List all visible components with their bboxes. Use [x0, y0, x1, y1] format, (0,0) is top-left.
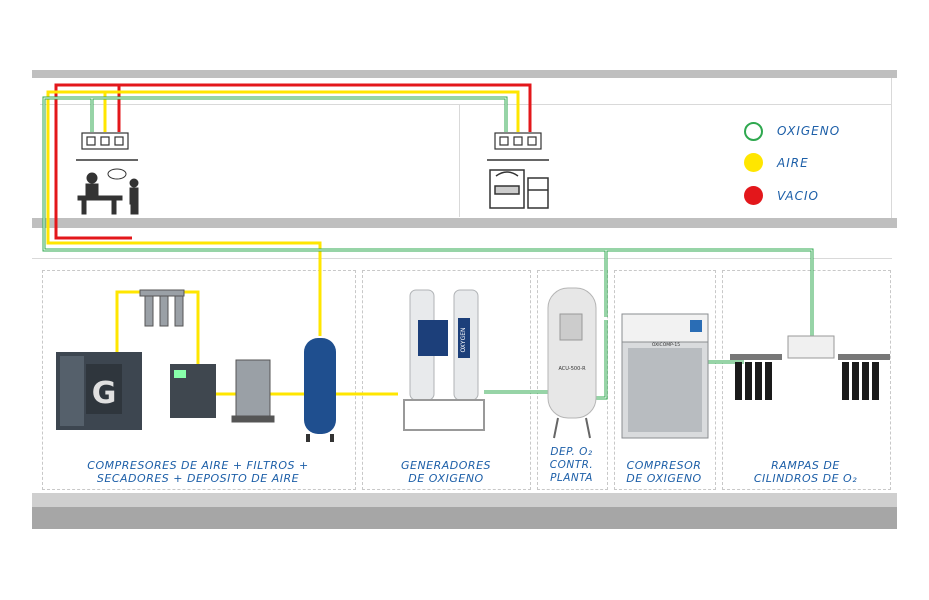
upper-floor-slab — [32, 70, 897, 78]
compressors-section-label: COMPRESORES DE AIRE + FILTROS + SECADORE… — [87, 459, 309, 485]
compressors-section-box — [42, 270, 356, 490]
ground-floor-slab — [32, 493, 897, 507]
compressor-model-text: OXICOMP-15 — [652, 342, 680, 348]
cylinder-ramps-icon — [730, 335, 890, 400]
generators-section-label: GENERADORES DE OXIGENO — [400, 459, 492, 485]
oxygen-generator-icon: OXYGEN — [403, 289, 485, 431]
gas-outlet-panel-right — [494, 132, 542, 150]
legend-air-marker — [744, 153, 763, 172]
oxygen-compressor-icon: OXICOMP-15 — [621, 313, 709, 439]
air-dryer-icon — [170, 364, 216, 418]
vacuum-pipeline — [54, 83, 532, 240]
oxygen-compressor-section-label: COMPRESOR DE OXIGENO — [626, 459, 702, 485]
upper-room-right-wall — [891, 78, 892, 218]
operating-room-icon — [77, 168, 139, 215]
generator-brand-text: OXYGEN — [460, 327, 467, 352]
gas-outlet-panel-left — [81, 132, 129, 150]
legend-oxygen-marker — [744, 122, 763, 141]
oxygen-compressor-section-box — [614, 270, 716, 490]
middle-floor-slab — [32, 218, 897, 228]
hospital-bed-icon — [489, 169, 549, 209]
legend-oxygen-label: OXIGENO — [777, 124, 841, 138]
control-tank-section-label: DEP. O₂ CONTR. PLANTA — [549, 446, 594, 484]
air-filter-set-icon — [139, 289, 185, 327]
filter-unit-icon — [231, 359, 275, 423]
room-divider-wall — [459, 104, 460, 217]
legend-vacuum-label: VACIO — [777, 189, 819, 203]
air-compressor-icon: G — [56, 352, 142, 430]
generators-section-box — [362, 270, 531, 490]
upper-room-ceiling — [40, 104, 892, 105]
oxygen-control-tank-icon: ACU-500-R — [547, 287, 597, 439]
cylinder-ramps-section-label: RAMPAS DE CILINDROS DE O₂ — [753, 459, 858, 485]
corridor-ceiling — [32, 258, 892, 259]
legend-vacuum-marker — [744, 186, 763, 205]
ground-floor-base — [32, 507, 897, 529]
legend-air-label: AIRE — [777, 156, 809, 170]
tank-label-text: ACU-500-R — [558, 366, 586, 372]
cylinder-ramps-section-box — [722, 270, 891, 490]
air-receiver-tank-icon — [304, 338, 336, 442]
svg-text:G: G — [92, 376, 117, 411]
